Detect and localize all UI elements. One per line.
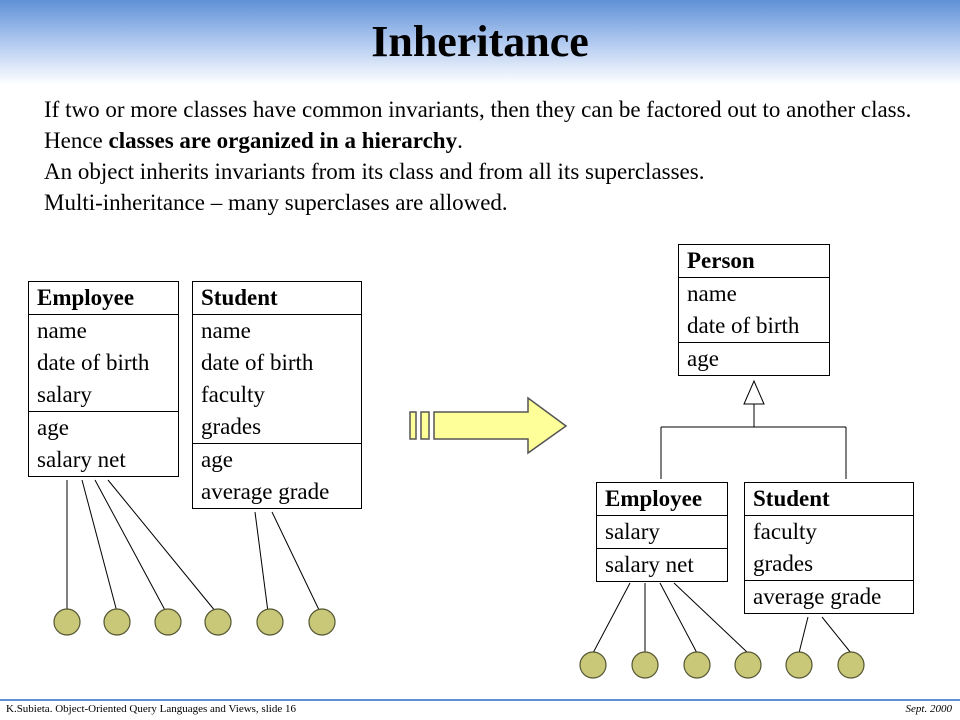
class-name: Person [687, 248, 755, 273]
class-name: Student [753, 486, 830, 511]
method-section: age [679, 342, 829, 375]
object-circle [204, 608, 232, 636]
left-objects [53, 608, 336, 636]
method: salary net [605, 552, 694, 577]
class-employee-left: Employee name date of birth salary age s… [28, 281, 179, 477]
method: salary net [37, 447, 126, 472]
paragraph-1-emphasis: classes are organized in a hierarchy [108, 128, 458, 153]
method-section: average grade [745, 580, 913, 613]
inheritance-connector [660, 379, 847, 479]
title-band [0, 0, 960, 85]
object-circle [579, 651, 607, 679]
right-object-links [592, 582, 852, 654]
attribute: salary [605, 519, 660, 544]
attribute-section: name date of birth [679, 277, 829, 342]
object-circle [154, 608, 182, 636]
method: age [687, 346, 719, 371]
attribute: grades [201, 414, 262, 439]
attribute-section: faculty grades [745, 515, 913, 580]
object-circle [631, 651, 659, 679]
attribute: name [201, 318, 251, 343]
attribute: name [687, 281, 737, 306]
right-objects [579, 651, 865, 679]
arrow-tail-bar [409, 411, 417, 440]
paragraph-3: Multi-inheritance – many superclases are… [44, 190, 508, 215]
attribute: salary [37, 382, 92, 407]
class-student-left: Student name date of birth faculty grade… [192, 281, 362, 509]
object-circle [785, 651, 813, 679]
footer-date: Sept. 2000 [905, 703, 952, 715]
class-name: Student [201, 285, 278, 310]
link-line [254, 511, 269, 613]
attribute-section: name date of birth faculty grades [193, 314, 361, 443]
paragraph-1-end: . [457, 128, 463, 153]
object-circle [103, 608, 131, 636]
link-line [81, 479, 118, 613]
method-section: age salary net [29, 411, 178, 476]
class-student-right: Student faculty grades average grade [744, 482, 914, 614]
body-text: If two or more classes have common invar… [44, 94, 934, 218]
link-line [659, 582, 698, 654]
object-circle [683, 651, 711, 679]
transform-arrow [409, 396, 568, 455]
attribute: name [37, 318, 87, 343]
method: age [37, 415, 69, 440]
method-section: salary net [597, 548, 727, 581]
object-circle [734, 651, 762, 679]
link-line [94, 479, 167, 613]
attribute: faculty [753, 519, 817, 544]
link-line [592, 582, 631, 654]
attribute: date of birth [687, 313, 800, 338]
paragraph-1-text: If two or more classes have common invar… [44, 97, 912, 153]
inheritance-triangle [743, 379, 765, 405]
method: average grade [201, 479, 330, 504]
class-name: Employee [605, 486, 703, 511]
attribute: date of birth [37, 350, 150, 375]
attribute: grades [753, 551, 814, 576]
paragraph-1: If two or more classes have common invar… [44, 94, 934, 156]
attribute-section: salary [597, 515, 727, 548]
link-line [821, 616, 852, 654]
left-object-links [66, 479, 321, 613]
object-circle [53, 608, 81, 636]
attribute-section: name date of birth salary [29, 314, 178, 411]
class-person: Person name date of birth age [678, 244, 830, 376]
class-name: Employee [37, 285, 135, 310]
class-employee-right: Employee salary salary net [596, 482, 728, 582]
footer-credit: K.Subieta. Object-Oriented Query Languag… [6, 703, 296, 715]
paragraph-2: An object inherits invariants from its c… [44, 159, 705, 184]
method: average grade [753, 584, 882, 609]
object-circle [308, 608, 336, 636]
arrow-shape [433, 396, 568, 455]
slide-title: Inheritance [371, 17, 589, 66]
link-line [107, 479, 217, 613]
footer-divider [0, 699, 960, 701]
attribute: date of birth [201, 350, 314, 375]
object-circle [837, 651, 865, 679]
object-circle [256, 608, 284, 636]
link-line [673, 582, 749, 654]
arrow-tail-bar [420, 411, 430, 440]
method-section: age average grade [193, 443, 361, 508]
link-line [271, 511, 321, 613]
link-line [798, 616, 809, 654]
method: age [201, 447, 233, 472]
attribute: faculty [201, 382, 265, 407]
